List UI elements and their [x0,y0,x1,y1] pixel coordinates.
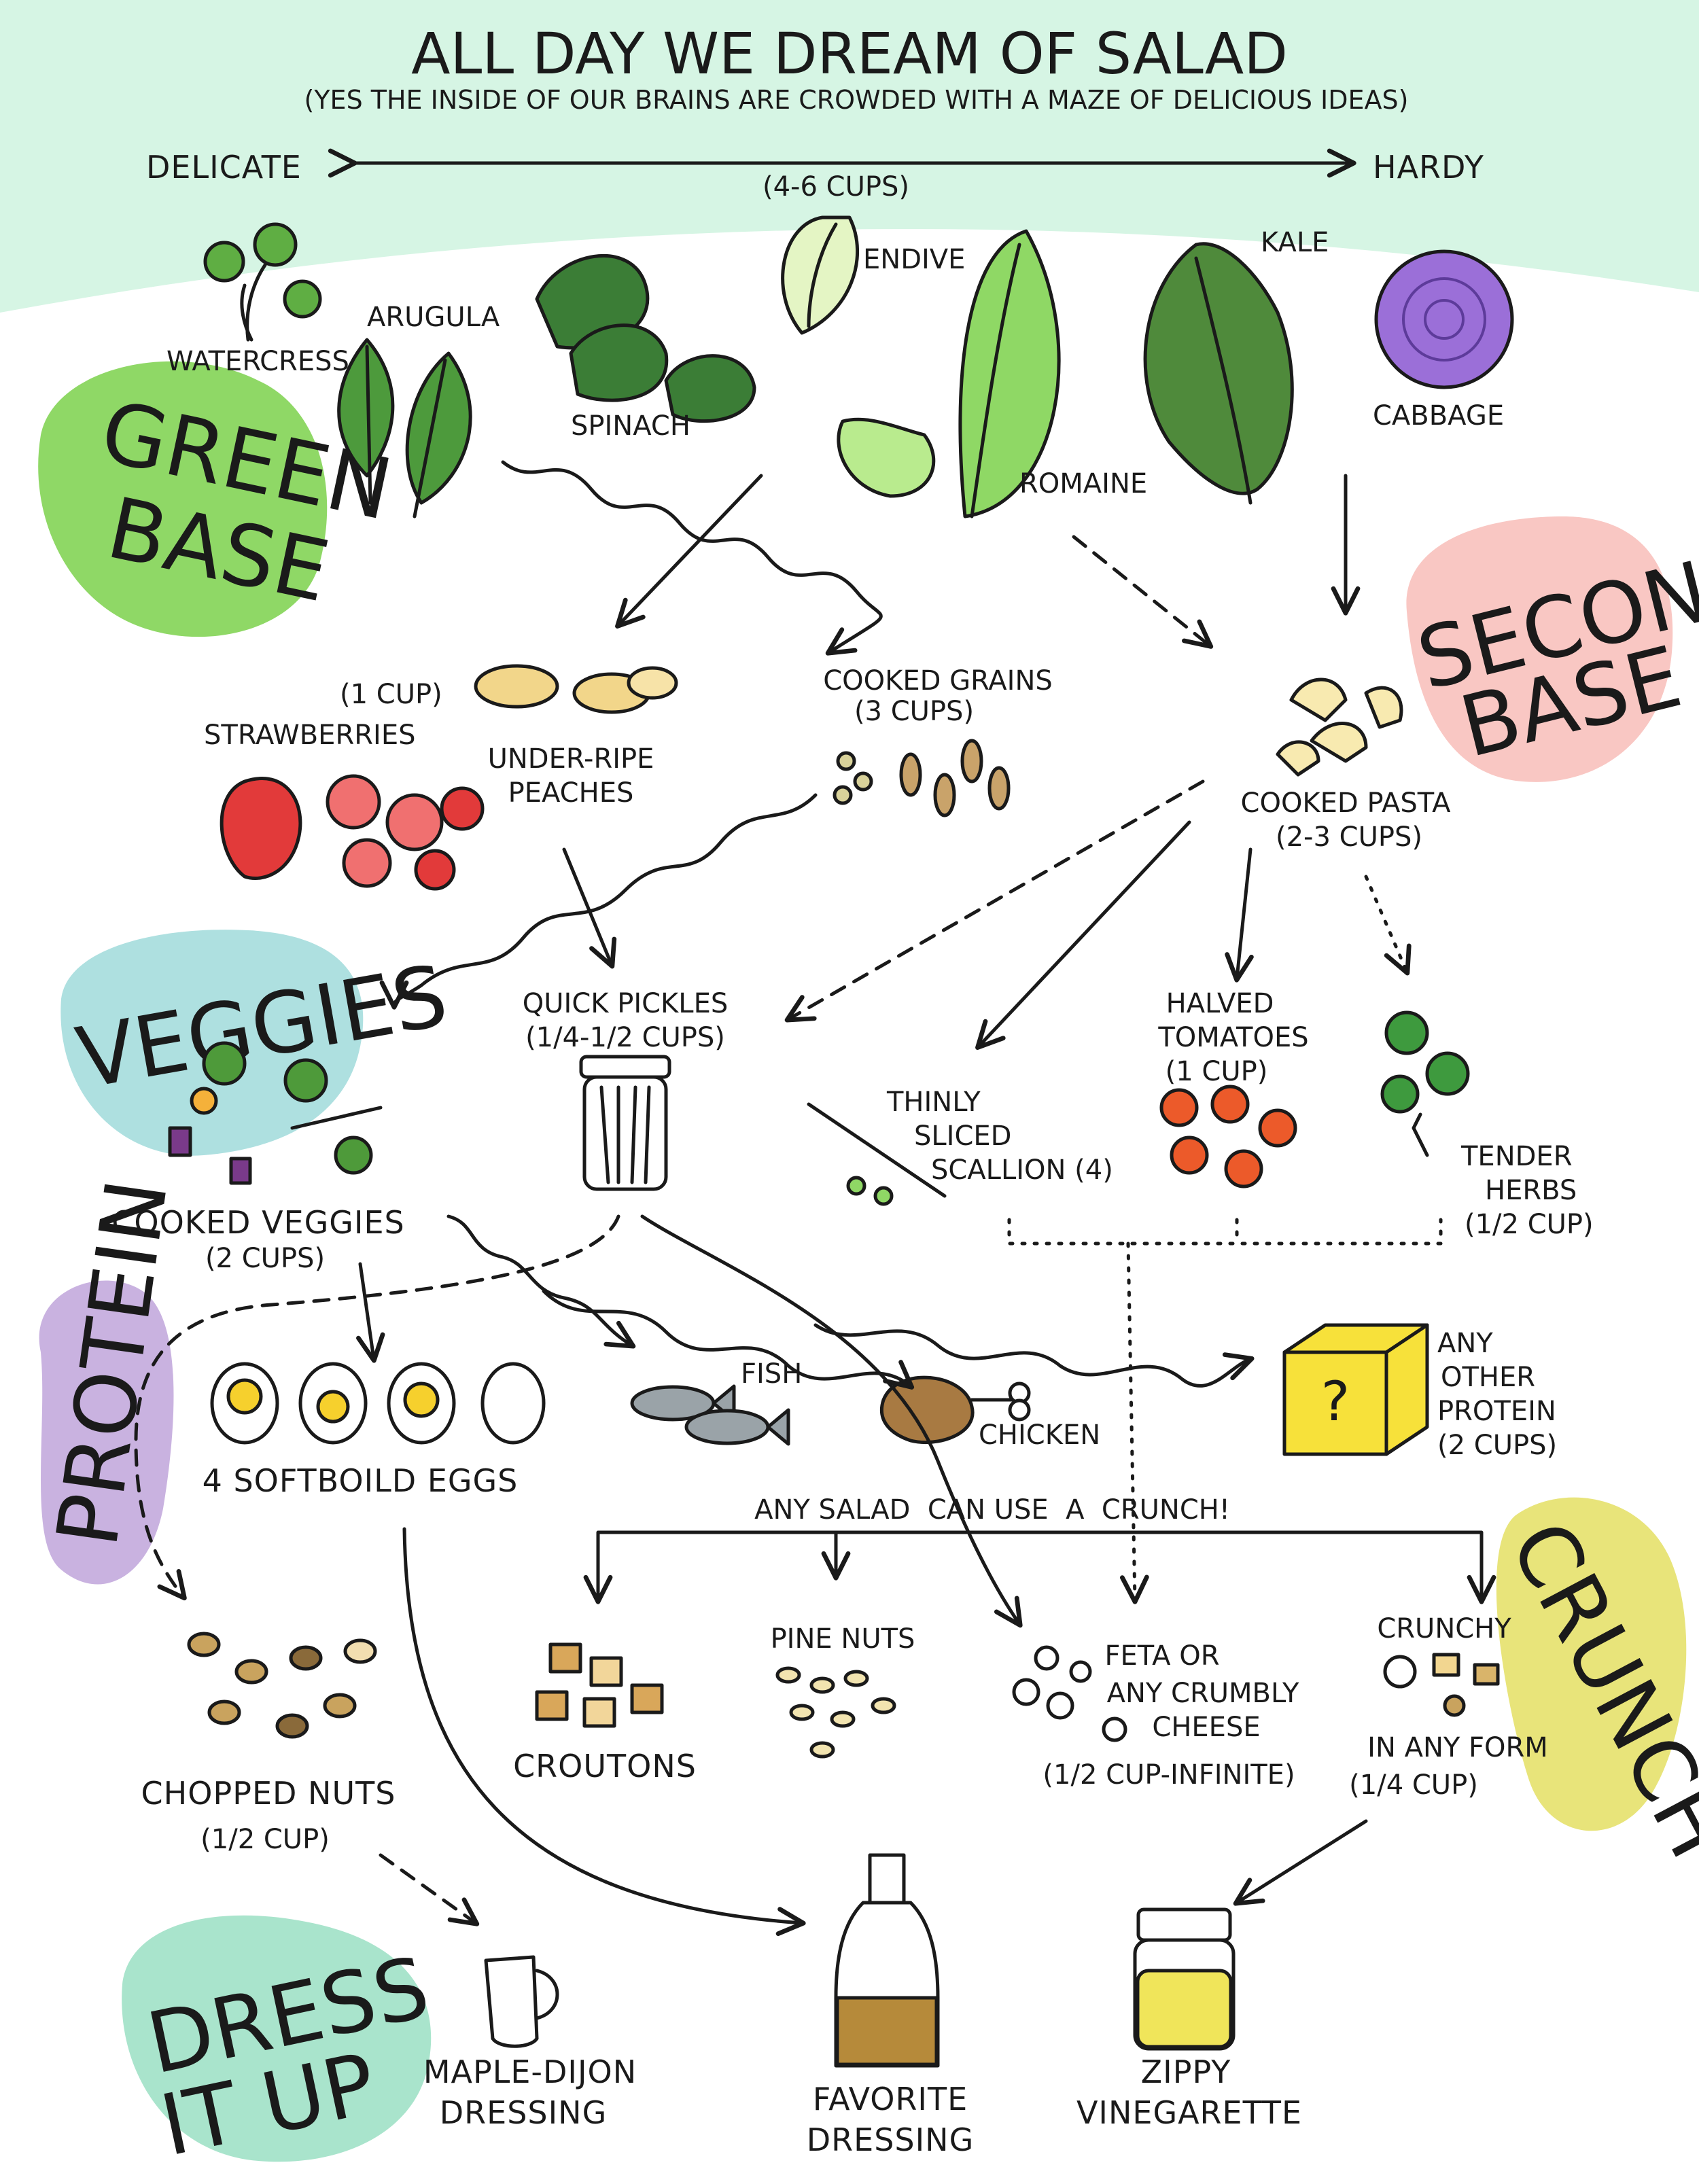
crunch-bracket [596,1530,1484,1599]
zippy-label-2: VINEGARETTE [1076,2094,1302,2131]
chicken-label: CHICKEN [979,1420,1100,1451]
pasta-amount: (2-3 CUPS) [1276,822,1422,853]
strawberries-illustration [220,774,485,891]
maple-dijon-label-2: DRESSING [440,2094,607,2131]
pasta-label: COOKED PASTA [1241,788,1452,819]
watercress-label: WATERCRESS [167,346,349,377]
crunch-blob: CRUNCH [1491,1497,1699,1873]
croutons-illustration [535,1642,664,1728]
romaine-illustration [837,229,1061,518]
tomatoes-label-2: TOMATOES [1157,1022,1308,1053]
veggies-blob: VEGGIES [60,930,455,1156]
mystery-box-illustration: ? [1282,1323,1429,1456]
chopped-nuts-illustration [187,1632,377,1739]
eggs-label: 4 SOFTBOILD EGGS [203,1462,519,1499]
fish-illustration [630,1384,790,1446]
crunch-banner: ANY SALAD CAN USE A CRUNCH! [754,1494,1230,1526]
page-subtitle: (YES THE INSIDE OF OUR BRAINS ARE CROWDE… [304,85,1409,115]
strawberries-amount: (1 CUP) [340,679,442,710]
favorite-dressing-label-1: FAVORITE [813,2081,968,2117]
romaine-label: ROMAINE [1019,468,1147,499]
endive-illustration [781,215,860,335]
pickle-jar-illustration [579,1055,671,1191]
spinach-illustration [535,254,756,423]
kale-label: KALE [1261,227,1329,258]
feta-label-2: ANY CRUMBLY [1107,1678,1299,1709]
spinach-label: SPINACH [571,410,690,442]
other-protein-amount: (2 CUPS) [1437,1430,1557,1461]
other-protein-label-2: OTHER [1441,1362,1535,1393]
greens-amount: (4-6 CUPS) [763,171,909,202]
chopped-nuts-amount: (1/2 CUP) [200,1824,330,1855]
grains-label: COOKED GRAINS [823,665,1053,697]
scale-hardy-label: HARDY [1373,149,1484,186]
arugula-label: ARUGULA [367,302,500,333]
herbs-label-2: HERBS [1485,1175,1577,1206]
pine-nuts-illustration [775,1666,896,1759]
scallion-label-3: SCALLION (4) [931,1155,1113,1186]
herbs-amount: (1/2 CUP) [1465,1209,1594,1240]
cooked-veggies-label: COOKED VEGGIES [111,1204,404,1241]
crunchy-illustration [1383,1653,1500,1717]
herbs-illustration [1380,1010,1470,1157]
cabbage-illustration [1374,249,1514,389]
feta-label-3: CHEESE [1152,1712,1260,1743]
green-base-blob: GREEN BASE [38,361,400,637]
peaches-label-1: UNDER-RIPE [488,743,654,775]
page-title: ALL DAY WE DREAM OF SALAD [411,20,1288,87]
pickles-amount: (1/4-1/2 CUPS) [525,1022,725,1053]
cooked-veggies-illustration [168,1041,383,1185]
pasta-illustration [1276,677,1403,777]
croutons-label: CROUTONS [513,1748,697,1784]
eggs-illustration [210,1362,546,1445]
arugula-illustration [337,338,472,518]
fish-label: FISH [741,1358,802,1390]
feta-label-1: FETA OR [1105,1640,1220,1672]
chicken-illustration [879,1375,1031,1445]
other-protein-label-3: PROTEIN [1437,1396,1556,1427]
flow-arrows [134,460,1443,1936]
pine-nuts-label: PINE NUTS [771,1623,915,1655]
vinaigrette-jar-illustration [1133,1907,1236,2051]
feta-amount: (1/2 CUP-INFINITE) [1043,1759,1295,1791]
watercress-illustration [203,222,322,342]
mystery-question-mark: ? [1321,1370,1350,1433]
cabbage-label: CABBAGE [1373,400,1504,431]
strawberries-label: STRAWBERRIES [204,720,415,751]
feta-illustration [1012,1645,1127,1742]
second-base-blob: SECOND BASE [1406,516,1699,782]
peaches-label-2: PEACHES [508,777,634,809]
dress-it-up-blob: DRESS IT UP [122,1915,437,2176]
favorite-dressing-label-2: DRESSING [807,2121,974,2158]
dressing-bottle-illustration [834,1853,940,2068]
herbs-label-1: TENDER [1460,1141,1573,1172]
zippy-label-1: ZIPPY [1141,2054,1231,2090]
pitcher-illustration [484,1955,559,2048]
maple-dijon-label-1: MAPLE-DIJON [423,2054,637,2090]
grains-illustration [833,739,1011,817]
tomatoes-illustration [1159,1085,1297,1188]
scale-delicate-label: DELICATE [146,149,302,186]
crunchy-amount: (1/4 CUP) [1349,1769,1478,1801]
grains-amount: (3 CUPS) [854,696,974,727]
scallion-label-1: THINLY [886,1087,981,1118]
crunchy-label-2: IN ANY FORM [1367,1732,1548,1763]
cooked-veggies-amount: (2 CUPS) [205,1243,325,1274]
scallion-illustration [807,1102,947,1206]
other-protein-label-1: ANY [1437,1328,1493,1359]
pickles-label: QUICK PICKLES [523,988,728,1019]
endive-label: ENDIVE [863,244,965,275]
scallion-label-2: SLICED [914,1121,1011,1152]
tomatoes-label-1: HALVED [1166,988,1274,1019]
chopped-nuts-label: CHOPPED NUTS [141,1775,396,1812]
tomatoes-amount: (1 CUP) [1166,1056,1268,1087]
crunchy-label-1: CRUNCHY [1377,1613,1511,1644]
peaches-illustration [474,664,678,714]
kale-illustration [1143,242,1294,505]
